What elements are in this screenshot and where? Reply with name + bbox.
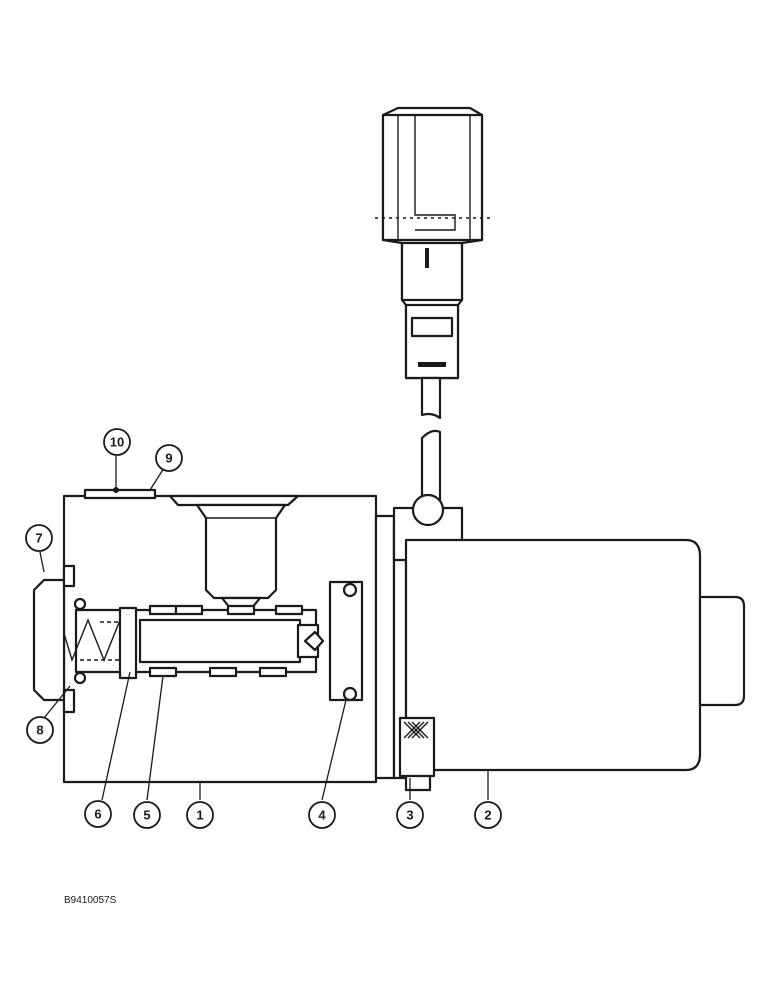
- callout-3: 3: [396, 801, 424, 829]
- spool-assembly: [59, 604, 325, 680]
- callout-10: 10: [103, 428, 131, 456]
- callout-6-label: 6: [94, 807, 101, 822]
- figure-code: B9410057S: [64, 895, 117, 906]
- callout-7-label: 7: [35, 531, 42, 546]
- callout-10-label: 10: [110, 435, 124, 450]
- knurled-nut-icon: [403, 721, 429, 739]
- callout-1-label: 1: [196, 808, 203, 823]
- leader-lines: [39, 456, 489, 801]
- callout-6: 6: [84, 800, 112, 828]
- seal-bushing: [328, 580, 364, 702]
- callout-7: 7: [25, 524, 53, 552]
- callout-2-label: 2: [484, 808, 491, 823]
- electrical-connector: [375, 106, 490, 380]
- end-plug: [32, 564, 87, 714]
- callout-9-label: 9: [165, 451, 172, 466]
- valve-body: [62, 487, 378, 784]
- callout-4: 4: [308, 801, 336, 829]
- callout-8-label: 8: [36, 723, 43, 738]
- callout-5-label: 5: [143, 808, 150, 823]
- callout-5: 5: [133, 801, 161, 829]
- callout-4-label: 4: [318, 808, 326, 823]
- callout-9: 9: [155, 444, 183, 472]
- connector-wire: [420, 376, 442, 502]
- callout-1: 1: [186, 801, 214, 829]
- callout-2: 2: [474, 801, 502, 829]
- callout-3-label: 3: [406, 808, 413, 823]
- solenoid-coil: [374, 493, 746, 792]
- callout-8: 8: [26, 716, 54, 744]
